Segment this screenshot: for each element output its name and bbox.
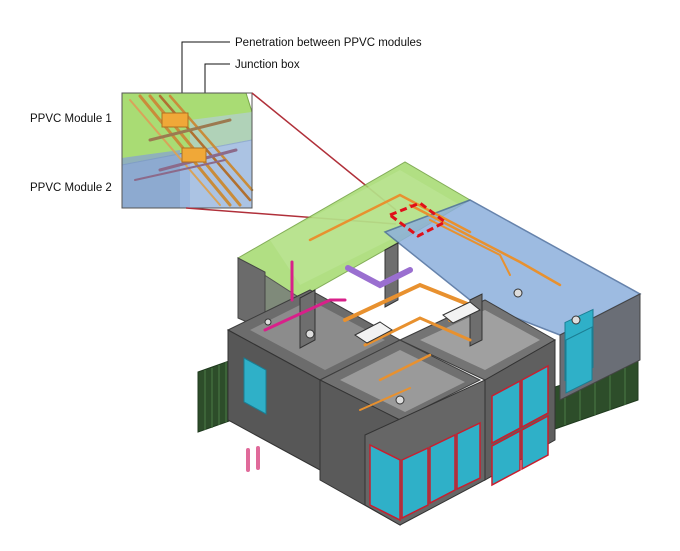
fence-slats — [204, 362, 626, 430]
front-left-window — [243, 357, 267, 415]
inset-wall-face — [122, 150, 180, 208]
middle-glass-windows — [369, 421, 481, 522]
module-1-inner — [270, 170, 460, 285]
green-fence-left — [197, 359, 233, 433]
zoom-inset — [121, 92, 254, 209]
penetration-label: Penetration between PPVC modules — [235, 37, 422, 49]
front-module-inner-floor — [250, 300, 385, 370]
building-model — [197, 161, 642, 526]
module-2-glass — [565, 326, 593, 394]
junction-box-label: Junction box — [235, 59, 300, 71]
middle-module-floor — [340, 350, 465, 412]
fixtures — [264, 288, 581, 405]
module-2-label: PPVC Module 2 — [30, 182, 112, 194]
right-glass-windows — [491, 364, 549, 487]
inset-junction-box-1 — [161, 112, 189, 128]
inset-junction-box-2 — [181, 147, 207, 163]
module-1-label: PPVC Module 1 — [30, 113, 112, 125]
junction-highlight — [386, 201, 448, 238]
